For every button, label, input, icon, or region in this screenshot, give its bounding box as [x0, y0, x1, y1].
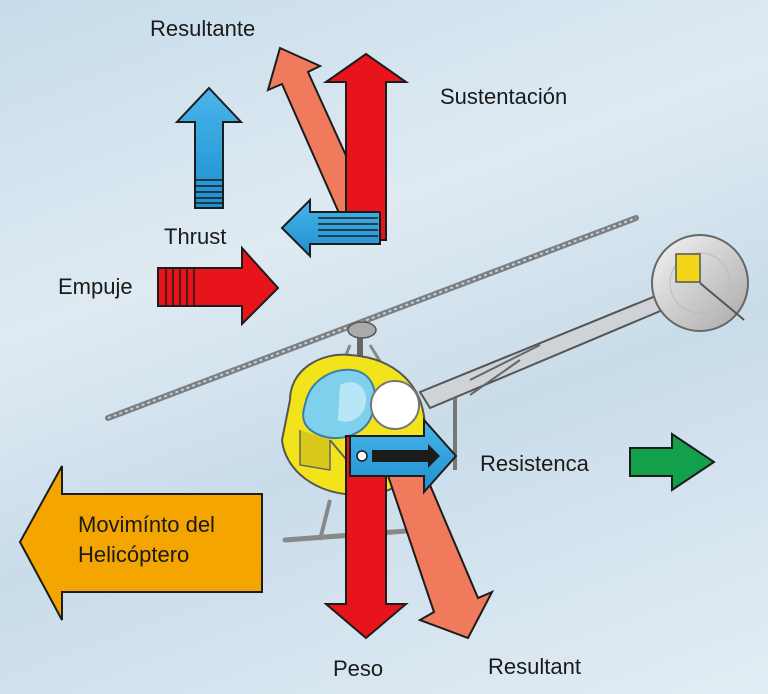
label-movimiento: Movimínto del Helicóptero: [78, 510, 268, 570]
label-resultant-bottom: Resultant: [488, 654, 581, 679]
label-movimiento-line2: Helicóptero: [78, 542, 190, 567]
label-peso: Peso: [333, 656, 384, 681]
thrust-arrow: [174, 86, 244, 209]
tail-boom: [418, 280, 698, 470]
empuje-arrow: [157, 245, 280, 327]
tail-rotor: [651, 234, 749, 332]
label-empuje: Empuje: [58, 274, 133, 299]
label-sustentacion: Sustentación: [440, 84, 568, 109]
drag-arrow: [629, 432, 716, 492]
label-thrust: Thrust: [164, 224, 227, 249]
motion-arrow: [18, 465, 263, 621]
label-movimiento-line1: Movimínto del: [78, 512, 215, 537]
cabin-blue-arrow: [349, 417, 458, 495]
label-resultante-top: Resultante: [150, 16, 256, 41]
label-resistencia: Resistenca: [480, 451, 589, 476]
horizontal-blue-arrow: [280, 197, 381, 259]
